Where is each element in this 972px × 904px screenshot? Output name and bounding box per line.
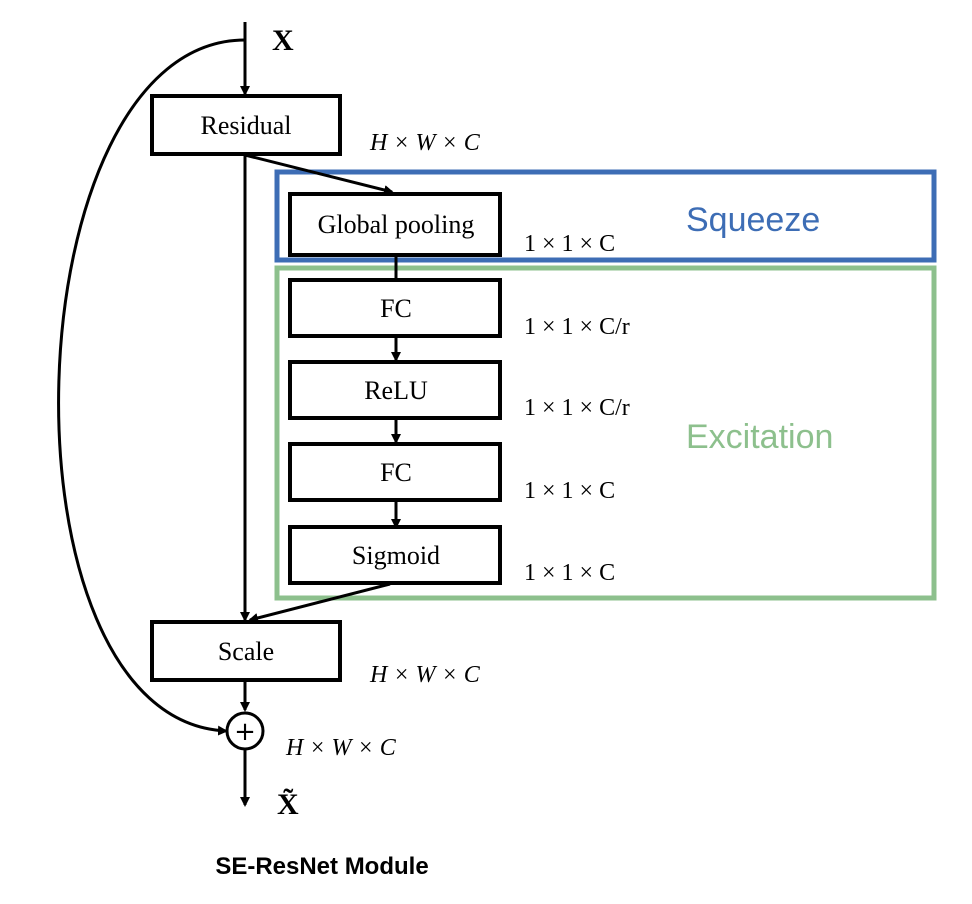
residual-to-pooling-arrow bbox=[244, 153, 394, 195]
scale-label: Scale bbox=[218, 637, 274, 666]
output-label: X̃ bbox=[277, 788, 299, 821]
sigmoid-label: Sigmoid bbox=[352, 541, 440, 570]
excitation-region bbox=[274, 265, 937, 601]
dim-after-add: H × W × C bbox=[285, 735, 397, 761]
dim-after-residual: H × W × C bbox=[369, 130, 481, 156]
input-label: X bbox=[272, 24, 294, 57]
fc2-label: FC bbox=[380, 458, 412, 487]
sigmoid-to-scale-arrow bbox=[248, 582, 391, 623]
residual-label: Residual bbox=[201, 111, 292, 140]
squeeze-region bbox=[274, 169, 937, 263]
sigmoid-block bbox=[288, 525, 502, 585]
relu-label: ReLU bbox=[364, 376, 428, 405]
dim-after-sigmoid: 1 × 1 × C bbox=[524, 560, 615, 586]
dim-after-relu: 1 × 1 × C/r bbox=[524, 395, 630, 421]
global-pooling-block bbox=[288, 192, 502, 257]
skip-connection-arrow bbox=[57, 38, 246, 736]
dim-after-scale: H × W × C bbox=[369, 662, 481, 688]
fc1-block bbox=[288, 278, 502, 338]
excitation-label: Excitation bbox=[686, 418, 833, 456]
add-symbol: + bbox=[234, 717, 256, 747]
fc1-label: FC bbox=[380, 294, 412, 323]
relu-block bbox=[288, 360, 502, 420]
dim-after-fc2: 1 × 1 × C bbox=[524, 478, 615, 504]
scale-block bbox=[150, 620, 342, 682]
diagram-caption: SE-ResNet Module bbox=[215, 853, 428, 880]
squeeze-label: Squeeze bbox=[686, 201, 820, 239]
dim-after-fc1: 1 × 1 × C/r bbox=[524, 314, 630, 340]
global-pooling-label: Global pooling bbox=[318, 210, 475, 239]
dim-after-pooling: 1 × 1 × C bbox=[524, 231, 615, 257]
residual-block bbox=[150, 94, 342, 156]
fc2-block bbox=[288, 442, 502, 502]
add-node bbox=[225, 711, 265, 751]
